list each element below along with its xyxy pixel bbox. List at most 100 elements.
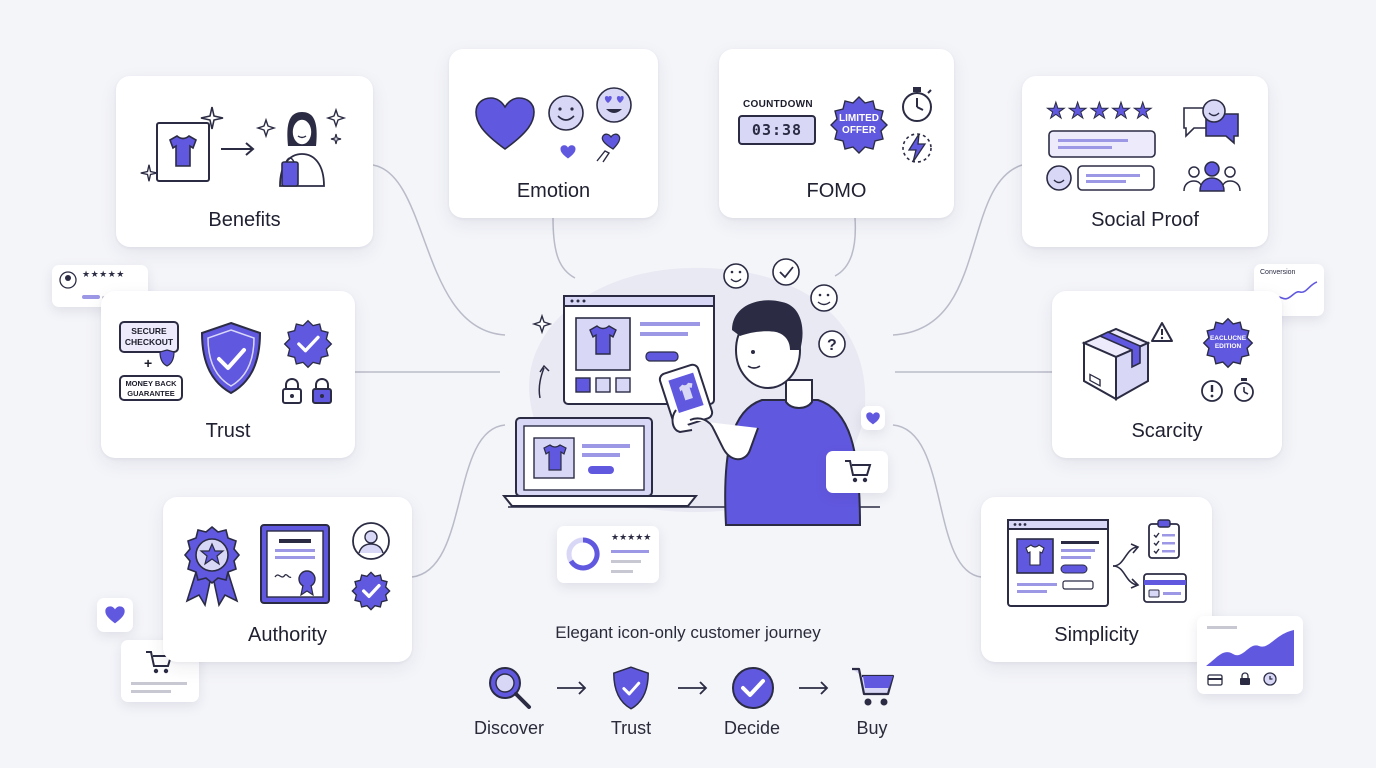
card-title-trust: Trust xyxy=(205,420,251,442)
card-emotion[interactable]: Emotion xyxy=(449,49,658,218)
card-social-proof[interactable]: ★★★★★ Social Proof xyxy=(1022,76,1268,247)
mini-line xyxy=(1207,626,1237,629)
check-circle-icon xyxy=(732,667,774,709)
shopping-cart-icon xyxy=(852,667,895,706)
card-title-authority: Authority xyxy=(248,624,327,646)
connector-simplicity xyxy=(892,424,982,578)
small-heart-icon xyxy=(560,145,576,159)
mini-heart-card xyxy=(861,406,885,430)
secure-line2: CHECKOUT xyxy=(124,337,174,347)
journey-step-decide: Decide xyxy=(723,718,781,738)
alert-circle-icon xyxy=(1201,380,1223,402)
clipboard-checklist-icon xyxy=(1148,519,1180,559)
happy-shopper-icon xyxy=(255,107,347,187)
chat-bubbles-icon xyxy=(1183,99,1239,145)
card-fomo[interactable]: COUNTDOWN 03:38 LIMITED OFFER FOMO xyxy=(719,49,954,218)
area-chart-icon xyxy=(1206,630,1294,666)
rating-stars: ★★★★★ xyxy=(1046,98,1155,124)
secure-line1: SECURE xyxy=(131,326,167,336)
journey-step-discover: Discover xyxy=(473,718,544,738)
verified-badge-icon xyxy=(351,571,391,611)
card-authority[interactable]: Authority xyxy=(163,497,412,662)
money-back-badge: MONEY BACK GUARANTEE xyxy=(119,375,183,401)
card-trust[interactable]: SECURE CHECKOUT + MONEY BACK GUARANTEE T… xyxy=(101,291,355,458)
arrow-right-icon xyxy=(678,681,708,695)
user-circle-icon xyxy=(59,271,77,289)
money-line2: GUARANTEE xyxy=(127,389,175,398)
svg-text:?: ? xyxy=(827,337,837,354)
connector-benefits xyxy=(372,164,506,336)
magnifier-icon xyxy=(489,667,531,709)
padlock-icon xyxy=(312,377,332,404)
exclusive-edition-badge: EACLUCNE EDITION xyxy=(1202,335,1254,351)
heart-icon xyxy=(475,97,535,150)
mini-stars: ★★★★★ xyxy=(82,269,125,279)
countdown-label: COUNTDOWN xyxy=(743,99,813,110)
card-benefits[interactable]: Benefits xyxy=(116,76,373,247)
journey-step-buy: Buy xyxy=(856,718,888,738)
product-page-icon xyxy=(1007,519,1109,607)
mini-line xyxy=(131,682,187,685)
mini-line xyxy=(611,550,649,553)
card-title-simplicity: Simplicity xyxy=(1054,624,1139,646)
smile-face-icon xyxy=(548,95,584,131)
face-review-icon xyxy=(1046,165,1155,191)
mini-cart-card xyxy=(826,451,888,493)
arrow-right-icon xyxy=(799,681,829,695)
mini-line xyxy=(131,690,171,693)
padlock-icon xyxy=(282,377,302,404)
countdown-value: 03:38 xyxy=(751,121,803,139)
timer-icon xyxy=(1234,378,1254,402)
branch-arrows-icon xyxy=(1112,543,1140,589)
card-title-social-proof: Social Proof xyxy=(1091,209,1199,231)
limited-line1: LIMITED xyxy=(839,113,879,124)
certificate-icon xyxy=(260,524,330,604)
central-illustration: ? xyxy=(500,250,900,530)
tshirt-card-icon xyxy=(156,122,210,182)
mini-cart-card-left xyxy=(121,640,199,702)
connector-fomo xyxy=(834,217,857,277)
heart-eyes-face-icon xyxy=(596,87,632,123)
mini-rating-card: ★★★★★ xyxy=(557,526,659,583)
secure-checkout-badge: SECURE CHECKOUT xyxy=(119,321,179,353)
limited-offer-badge: LIMITED OFFER xyxy=(829,113,889,137)
heart-icon xyxy=(105,606,125,624)
shopping-cart-icon xyxy=(845,460,872,483)
review-card-icon xyxy=(1048,130,1156,158)
verified-badge-icon xyxy=(283,319,333,369)
heart-icon xyxy=(866,412,880,425)
donut-chart-icon xyxy=(566,537,600,571)
mini-shield-icon xyxy=(159,349,175,367)
countdown-timer: 03:38 xyxy=(738,115,816,145)
money-line1: MONEY BACK xyxy=(125,379,177,388)
connector-social xyxy=(892,164,1023,336)
connector-authority xyxy=(411,424,506,578)
mini-rating-stars: ★★★★★ xyxy=(611,532,652,542)
shield-check-icon xyxy=(200,321,262,395)
badge-line1: EACLUCNE xyxy=(1209,335,1247,342)
card-title-benefits: Benefits xyxy=(208,209,281,231)
card-mini-icon xyxy=(1207,674,1223,686)
card-title-fomo: FOMO xyxy=(806,180,867,202)
arrow-right-icon xyxy=(557,681,587,695)
hand-heart-icon xyxy=(596,133,621,163)
card-simplicity[interactable]: Simplicity xyxy=(981,497,1212,662)
mini-line xyxy=(611,570,633,573)
journey-caption: Elegant icon-only customer journey xyxy=(555,623,821,642)
plus-sign: + xyxy=(144,355,153,371)
journey-step-trust: Trust xyxy=(610,718,652,738)
arrow-right-icon xyxy=(221,142,255,156)
mini-area-chart-card xyxy=(1197,616,1303,694)
clock-mini-icon xyxy=(1263,672,1277,686)
card-scarcity[interactable]: EACLUCNE EDITION Scarcity xyxy=(1052,291,1282,458)
mini-heart-card-left xyxy=(97,598,133,632)
conversion-label: Conversion xyxy=(1260,269,1296,276)
lock-mini-icon xyxy=(1240,672,1250,685)
sparkle-icon xyxy=(200,106,224,130)
person: ? xyxy=(531,258,862,526)
badge-line2: EDITION xyxy=(1214,343,1242,350)
card-title-emotion: Emotion xyxy=(516,180,591,202)
users-group-icon xyxy=(1183,161,1241,192)
connector-emotion xyxy=(552,217,576,279)
